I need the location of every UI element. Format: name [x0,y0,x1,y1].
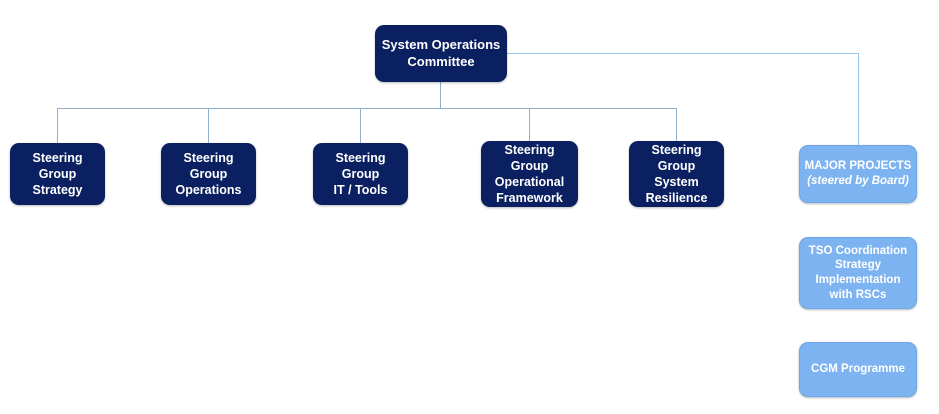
connector-drop-sg-2 [208,108,209,143]
node-label: CGM Programme [811,363,905,376]
node-steering-group-operational-framework[interactable]: Steering Group Operational Framework [481,141,578,207]
node-label: System Operations Committee [381,36,501,69]
connector-horizontal-bus [57,108,677,109]
connector-major-projects-horizontal [507,53,858,54]
node-label: Steering Group Strategy [32,151,83,197]
major-projects-title: MAJOR PROJECTS [804,160,912,173]
node-steering-group-operations[interactable]: Steering Group Operations [161,143,256,205]
node-cgm-programme[interactable]: CGM Programme [799,342,917,397]
major-projects-subtitle: (steered by Board) [807,175,909,187]
connector-major-projects-vertical [858,53,859,145]
node-label: TSO Coordination Strategy Implementation… [808,244,908,301]
connector-drop-sg-4 [529,108,530,141]
node-major-projects[interactable]: MAJOR PROJECTS (steered by Board) [799,145,917,203]
connector-drop-sg-5 [676,108,677,141]
connector-drop-sg-1 [57,108,58,143]
node-label: Steering Group System Resilience [645,143,708,205]
connector-drop-sg-3 [360,108,361,143]
node-steering-group-system-resilience[interactable]: Steering Group System Resilience [629,141,724,207]
node-label: Steering Group Operations [175,151,242,197]
node-system-operations-committee[interactable]: System Operations Committee [375,25,507,82]
node-steering-group-it-tools[interactable]: Steering Group IT / Tools [313,143,408,205]
node-tso-coordination-strategy[interactable]: TSO Coordination Strategy Implementation… [799,237,917,309]
node-label: Steering Group Operational Framework [494,143,565,205]
node-label: Steering Group IT / Tools [333,151,388,197]
connector-root-stem [440,82,441,108]
node-steering-group-strategy[interactable]: Steering Group Strategy [10,143,105,205]
